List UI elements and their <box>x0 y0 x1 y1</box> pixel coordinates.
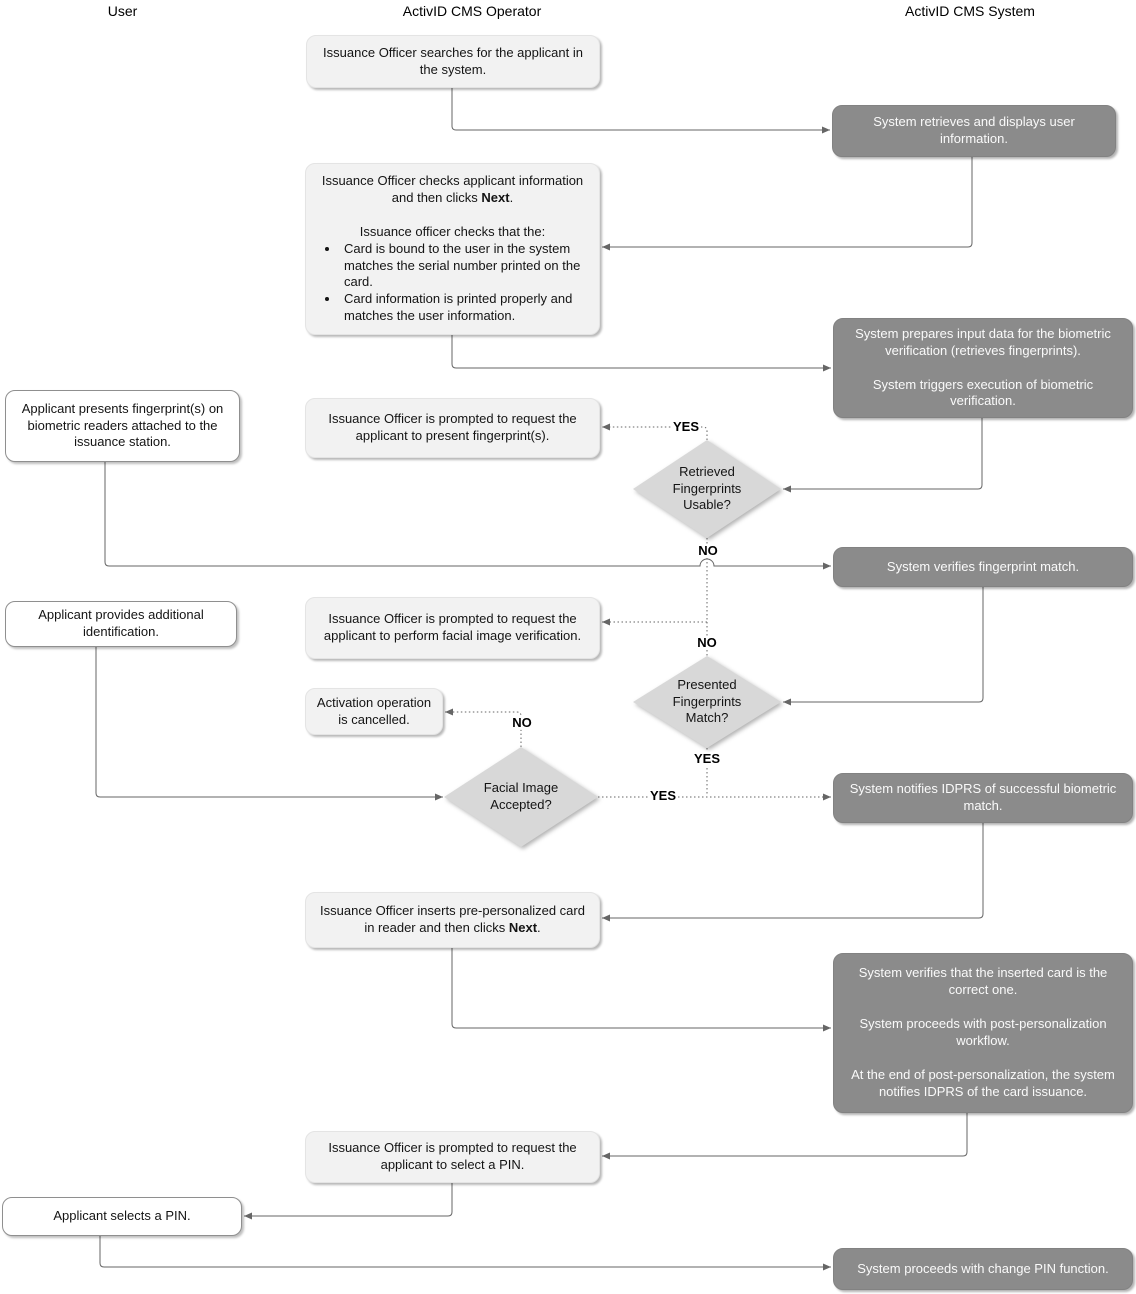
step-officer-searches: Issuance Officer searches for the applic… <box>306 35 600 88</box>
check-bullet-2: Card information is printed properly and… <box>340 291 591 325</box>
edge-pinprompt-to-selectpin <box>244 1183 453 1220</box>
edge-prepare-to-usable <box>783 418 983 493</box>
check-p1-post: . <box>509 189 514 205</box>
decision-presented-shape: Presented Fingerprints Match? <box>633 656 781 748</box>
step-prompt-fingerprints: Issuance Officer is prompted to request … <box>305 398 600 458</box>
edge-selectpin-to-changepin <box>99 1236 831 1271</box>
check-p1-bold: Next <box>481 189 510 205</box>
step-prompt-pin: Issuance Officer is prompted to request … <box>305 1131 600 1183</box>
step-system-prepares-biometric: System prepares input data for the biome… <box>833 318 1133 418</box>
step-officer-checks-p2: Issuance officer checks that the: <box>359 223 546 239</box>
lane-header-system: ActivID CMS System <box>905 3 1035 19</box>
decision-retrieved-text: Retrieved Fingerprints Usable? <box>672 463 742 513</box>
decision-facial-text: Facial Image Accepted? <box>483 780 559 812</box>
check-bullet-1: Card is bound to the user in the system … <box>340 241 591 292</box>
lane-header-operator: ActivID CMS Operator <box>402 3 542 19</box>
edge-check-to-prepare <box>451 335 831 372</box>
check-p1-pre: Issuance Officer checks applicant inform… <box>321 173 584 205</box>
edge-search-to-retrieve <box>451 88 830 134</box>
label-match-yes: YES <box>691 750 723 767</box>
insert-pre: Issuance Officer inserts pre-personalize… <box>320 903 585 935</box>
decision-presented-text: Presented Fingerprints Match? <box>672 676 742 726</box>
label-facial-no: NO <box>510 714 534 731</box>
edge-additional-to-facial <box>95 647 443 801</box>
step-system-post-personalization: System verifies that the inserted card i… <box>833 953 1133 1113</box>
decision-retrieved-fingerprints-usable: Retrieved Fingerprints Usable? <box>633 440 781 538</box>
edge-fingerprint-to-verify <box>104 462 831 570</box>
decision-retrieved-shape: Retrieved Fingerprints Usable? <box>633 440 781 538</box>
check-bullet-list: Card is bound to the user in the system … <box>314 241 591 325</box>
step-activation-cancelled: Activation operation is cancelled. <box>305 688 443 735</box>
step-system-verifies-fingerprint: System verifies fingerprint match. <box>833 547 1133 587</box>
insert-bold: Next <box>508 920 538 935</box>
step-prompt-facial-verification: Issuance Officer is prompted to request … <box>305 597 600 659</box>
insert-post: . <box>537 920 541 935</box>
step-insert-card: Issuance Officer inserts pre-personalize… <box>305 892 600 948</box>
step-officer-checks-p1: Issuance Officer checks applicant inform… <box>314 173 591 207</box>
insert-card-text: Issuance Officer inserts pre-personalize… <box>314 903 591 937</box>
edge-verify-to-match <box>783 587 984 706</box>
edge-postperso-to-pinprompt <box>602 1113 968 1160</box>
decision-facial-shape: Facial Image Accepted? <box>444 747 598 847</box>
label-match-no: NO <box>695 634 719 651</box>
edge-facial-no-to-cancel <box>445 708 522 747</box>
prepare-p1: System prepares input data for the biome… <box>855 325 1111 358</box>
step-system-retrieves-info: System retrieves and displays user infor… <box>832 105 1116 157</box>
step-system-change-pin: System proceeds with change PIN function… <box>833 1248 1133 1290</box>
edge-insert-to-postperso <box>451 948 831 1032</box>
decision-presented-fingerprints-match: Presented Fingerprints Match? <box>633 656 781 748</box>
postperso-p3: At the end of post-personalization, the … <box>851 1066 1115 1099</box>
label-facial-yes: YES <box>647 787 679 804</box>
step-applicant-additional-id: Applicant provides additional identifica… <box>5 601 237 647</box>
lane-header-user: User <box>107 3 138 19</box>
step-applicant-presents-fingerprints: Applicant presents fingerprint(s) on bio… <box>5 390 240 462</box>
step-system-notifies-idprs: System notifies IDPRS of successful biom… <box>833 773 1133 823</box>
edge-usable-yes-to-fp-prompt <box>602 423 708 440</box>
step-applicant-selects-pin: Applicant selects a PIN. <box>2 1197 242 1236</box>
prepare-p2: System triggers execution of biometric v… <box>872 376 1094 409</box>
postperso-p1: System verifies that the inserted card i… <box>858 965 1108 998</box>
decision-facial-image-accepted: Facial Image Accepted? <box>444 747 598 847</box>
step-officer-checks-info: Issuance Officer checks applicant inform… <box>305 163 600 335</box>
postperso-p2: System proceeds with post-personalizatio… <box>859 1016 1107 1048</box>
edge-notify-to-insert <box>602 823 984 922</box>
label-usable-no: NO <box>696 542 720 559</box>
edge-retrieve-to-check <box>602 157 973 251</box>
label-usable-yes: YES <box>670 418 702 435</box>
